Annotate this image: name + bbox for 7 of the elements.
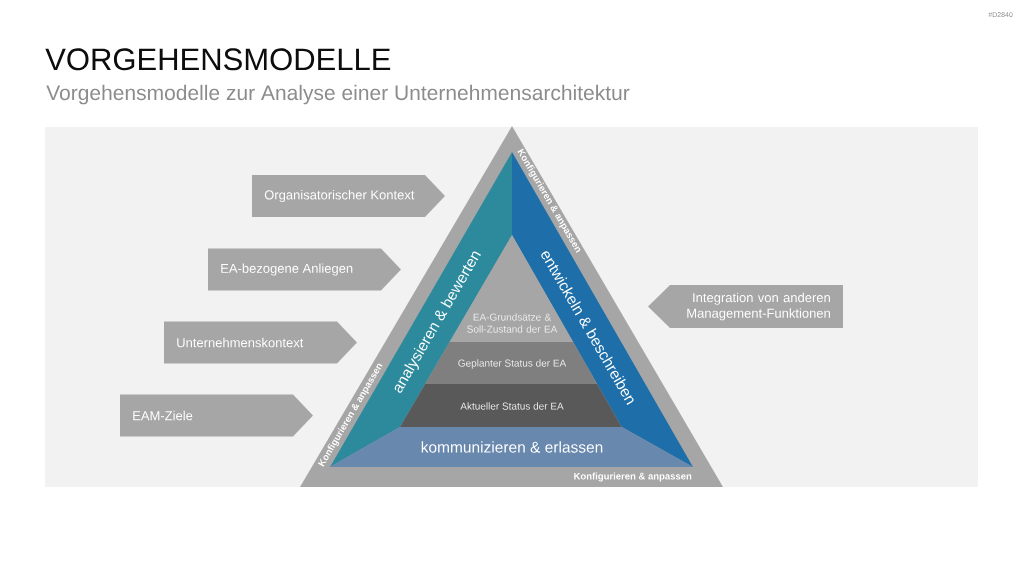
arrow-box: EAM-Ziele [120,394,313,437]
arrow-box: EA-bezogene Anliegen [208,248,401,291]
arrow-box: Unternehmenskontext [164,321,357,364]
arrow-box: Integration von anderen Management-Funktionen [648,285,843,328]
title: VORGEHENSMODELLE [45,48,391,71]
subtitle: Vorgehensmodelle zur Analyse einer Unternehmensarchitektur [46,84,630,105]
arrow-box: Organisatorischer Kontext [252,175,445,217]
